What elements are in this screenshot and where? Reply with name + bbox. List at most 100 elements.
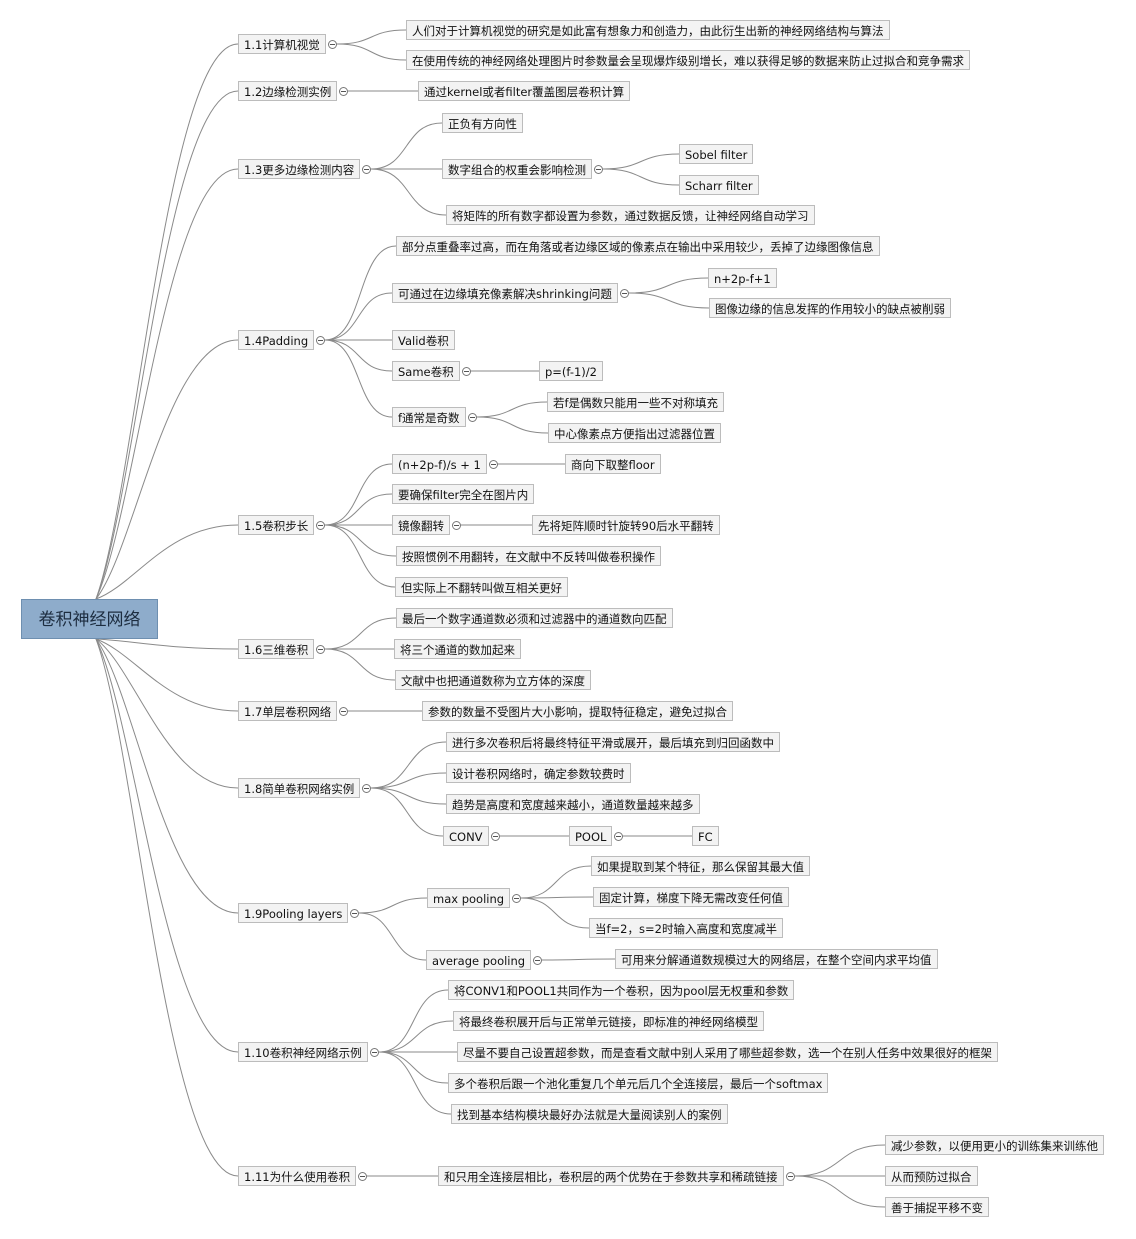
root-connector-line (95, 638, 239, 914)
subtopic[interactable]: 在使用传统的神经网络处理图片时参数量会呈现爆炸级别增长，难以获得足够的数据来防止… (406, 50, 970, 70)
subtopic[interactable]: 但实际上不翻转叫做互相关更好 (395, 577, 568, 597)
collapse-toggle-icon[interactable] (339, 706, 348, 716)
subtopic[interactable]: 固定计算，梯度下降无需改变任何值 (593, 887, 789, 907)
section-topic[interactable]: 1.10卷积神经网络示例 (238, 1042, 368, 1062)
subtopic[interactable]: 将矩阵的所有数字都设置为参数，通过数据反馈，让神经网络自动学习 (446, 205, 815, 225)
connector-line (370, 787, 447, 805)
section-topic[interactable]: 1.11为什么使用卷积 (238, 1166, 357, 1186)
section-topic[interactable]: 1.8简单卷积网络实例 (238, 778, 361, 798)
subtopic[interactable]: (n+2p-f)/s + 1 (392, 454, 487, 474)
collapse-toggle-icon[interactable] (452, 520, 461, 530)
subtopic[interactable]: max pooling (427, 888, 511, 908)
subtopic[interactable]: 善于捕捉平移不变 (885, 1197, 989, 1217)
section-topic[interactable]: 1.1计算机视觉 (238, 34, 326, 54)
subtopic[interactable]: 如果提取到某个特征，那么保留其最大值 (591, 856, 810, 876)
subtopic[interactable]: 找到基本结构模块最好办法就是大量阅读别人的案例 (451, 1104, 728, 1124)
collapse-toggle-icon[interactable] (468, 412, 477, 422)
subtopic[interactable]: Scharr filter (679, 175, 759, 195)
subtopic[interactable]: 数字组合的权重会影响检测 (442, 159, 592, 179)
connector-line (324, 245, 397, 341)
collapse-toggle-icon[interactable] (339, 86, 348, 96)
collapse-toggle-icon[interactable] (614, 831, 623, 841)
collapse-toggle-icon[interactable] (350, 908, 359, 918)
section-topic[interactable]: 1.4Padding (238, 330, 315, 350)
subtopic[interactable]: 可通过在边缘填充像素解决shrinking问题 (392, 283, 618, 303)
collapse-toggle-icon[interactable] (328, 39, 337, 49)
connector-line (358, 912, 427, 961)
collapse-toggle-icon[interactable] (462, 366, 471, 376)
subtopic[interactable]: n+2p-f+1 (708, 268, 777, 288)
subtopic[interactable]: 商向下取整floor (565, 454, 661, 474)
collapse-toggle-icon[interactable] (489, 459, 498, 469)
subtopic[interactable]: 按照惯例不用翻转，在文献中不反转叫做卷积操作 (396, 546, 661, 566)
subtopic[interactable]: 和只用全连接层相比，卷积层的两个优势在于参数共享和稀疏链接 (438, 1166, 784, 1186)
subtopic[interactable]: 当f=2，s=2时输入高度和宽度减半 (589, 918, 783, 938)
subtopic[interactable]: 将最终卷积展开后与正常单元链接，即标准的神经网络模型 (453, 1011, 764, 1031)
subtopic[interactable]: Same卷积 (392, 361, 460, 381)
subtopic[interactable]: 尽量不要自己设置超参数，而是查看文献中别人采用了哪些超参数，选一个在别人任务中效… (457, 1042, 998, 1062)
subtopic[interactable]: 要确保filter完全在图片内 (392, 484, 535, 504)
subtopic[interactable]: POOL (569, 826, 613, 846)
connector-line (541, 958, 616, 961)
subtopic[interactable]: 人们对于计算机视觉的研究是如此富有想象力和创造力，由此衍生出新的神经网络结构与算… (406, 20, 890, 40)
connector-line (336, 43, 407, 61)
connector-line (324, 339, 393, 418)
section-topic[interactable]: 1.6三维卷积 (238, 639, 315, 659)
subtopic[interactable]: 将CONV1和POOL1共同作为一个卷积，因为pool层无权重和参数 (448, 980, 795, 1000)
collapse-toggle-icon[interactable] (533, 955, 542, 965)
subtopic[interactable]: 多个卷积后跟一个池化重复几个单元后几个全连接层，最后一个softmax (448, 1073, 829, 1093)
collapse-toggle-icon[interactable] (512, 893, 521, 903)
collapse-toggle-icon[interactable] (358, 1171, 367, 1181)
connector-line (370, 122, 443, 170)
subtopic[interactable]: 文献中也把通道数称为立方体的深度 (395, 670, 591, 690)
subtopic[interactable]: 若f是偶数只能用一些不对称填充 (547, 392, 725, 412)
subtopic[interactable]: f通常是奇数 (392, 407, 466, 427)
subtopic[interactable]: 先将矩阵顺时针旋转90后水平翻转 (532, 515, 720, 535)
subtopic[interactable]: 图像边缘的信息发挥的作用较小的缺点被削弱 (709, 298, 951, 318)
subtopic[interactable]: 可用来分解通道数规模过大的网络层，在整个空间内求平均值 (615, 949, 938, 969)
subtopic[interactable]: 中心像素点方便指出过滤器位置 (548, 423, 721, 443)
collapse-toggle-icon[interactable] (491, 831, 500, 841)
subtopic[interactable]: 参数的数量不受图片大小影响，提取特征稳定，避免过拟合 (422, 701, 733, 721)
subtopic[interactable]: average pooling (426, 950, 532, 970)
collapse-toggle-icon[interactable] (316, 644, 325, 654)
section-topic[interactable]: 1.5卷积步长 (238, 515, 315, 535)
connector-line (324, 524, 397, 557)
subtopic[interactable]: 将三个通道的数加起来 (394, 639, 521, 659)
subtopic[interactable]: p=(f-1)/2 (539, 361, 603, 381)
section-topic[interactable]: 1.2边缘检测实例 (238, 81, 338, 101)
subtopic[interactable]: 趋势是高度和宽度越来越小，通道数量越来越多 (446, 794, 700, 814)
section-topic[interactable]: 1.9Pooling layers (238, 903, 349, 923)
connector-line (378, 1020, 454, 1053)
subtopic[interactable]: 最后一个数字通道数必须和过滤器中的通道数向匹配 (396, 608, 673, 628)
subtopic[interactable]: 从而预防过拟合 (885, 1166, 978, 1186)
collapse-toggle-icon[interactable] (370, 1047, 379, 1057)
subtopic[interactable]: 减少参数，以便用更小的训练集来训练他 (885, 1135, 1104, 1155)
subtopic[interactable]: 通过kernel或者filter覆盖图层卷积计算 (418, 81, 631, 101)
subtopic[interactable]: 设计卷积网络时，确定参数较费时 (446, 763, 631, 783)
subtopic[interactable]: 镜像翻转 (392, 515, 450, 535)
root-connector-line (95, 524, 239, 600)
connector-line (476, 416, 549, 434)
subtopic[interactable]: 正负有方向性 (442, 113, 523, 133)
subtopic[interactable]: 进行多次卷积后将最终特征平滑或展开，最后填充到归回函数中 (446, 732, 780, 752)
subtopic[interactable]: CONV (443, 826, 489, 846)
collapse-toggle-icon[interactable] (786, 1171, 795, 1181)
collapse-toggle-icon[interactable] (620, 288, 629, 298)
collapse-toggle-icon[interactable] (316, 335, 325, 345)
subtopic[interactable]: FC (692, 826, 719, 846)
root-topic[interactable]: 卷积神经网络 (21, 599, 158, 639)
connector-line (324, 292, 393, 341)
collapse-toggle-icon[interactable] (362, 783, 371, 793)
collapse-toggle-icon[interactable] (594, 164, 603, 174)
subtopic[interactable]: 部分点重叠率过高，而在角落或者边缘区域的像素点在输出中采用较少，丢掉了边缘图像信… (396, 236, 880, 256)
connector-line (370, 787, 444, 837)
root-connector-line (95, 43, 239, 600)
section-topic[interactable]: 1.7单层卷积网络 (238, 701, 338, 721)
collapse-toggle-icon[interactable] (362, 164, 371, 174)
connector-line (794, 1144, 886, 1177)
collapse-toggle-icon[interactable] (316, 520, 325, 530)
section-topic[interactable]: 1.3更多边缘检测内容 (238, 159, 361, 179)
subtopic[interactable]: Sobel filter (679, 144, 754, 164)
subtopic[interactable]: Valid卷积 (392, 330, 455, 350)
